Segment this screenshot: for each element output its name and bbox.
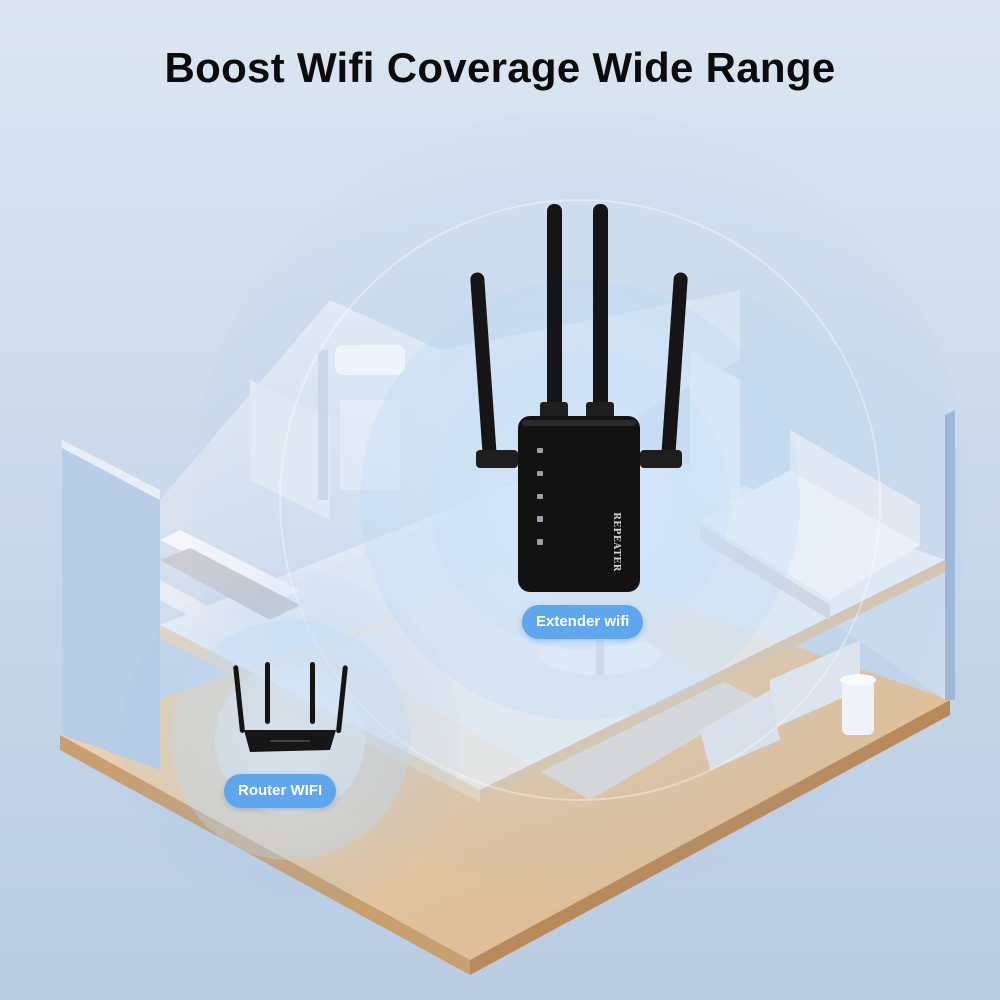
- extender-wifi-label: Extender wifi: [522, 605, 644, 639]
- repeater-print-label: REPEATER: [611, 512, 621, 572]
- extender-device-icon: [470, 204, 688, 592]
- router-device-icon: [233, 662, 348, 752]
- router-wifi-label: Router WIFI: [224, 774, 337, 808]
- wifi-indicator-icon: [537, 448, 543, 545]
- page-title: Boost Wifi Coverage Wide Range: [164, 44, 836, 91]
